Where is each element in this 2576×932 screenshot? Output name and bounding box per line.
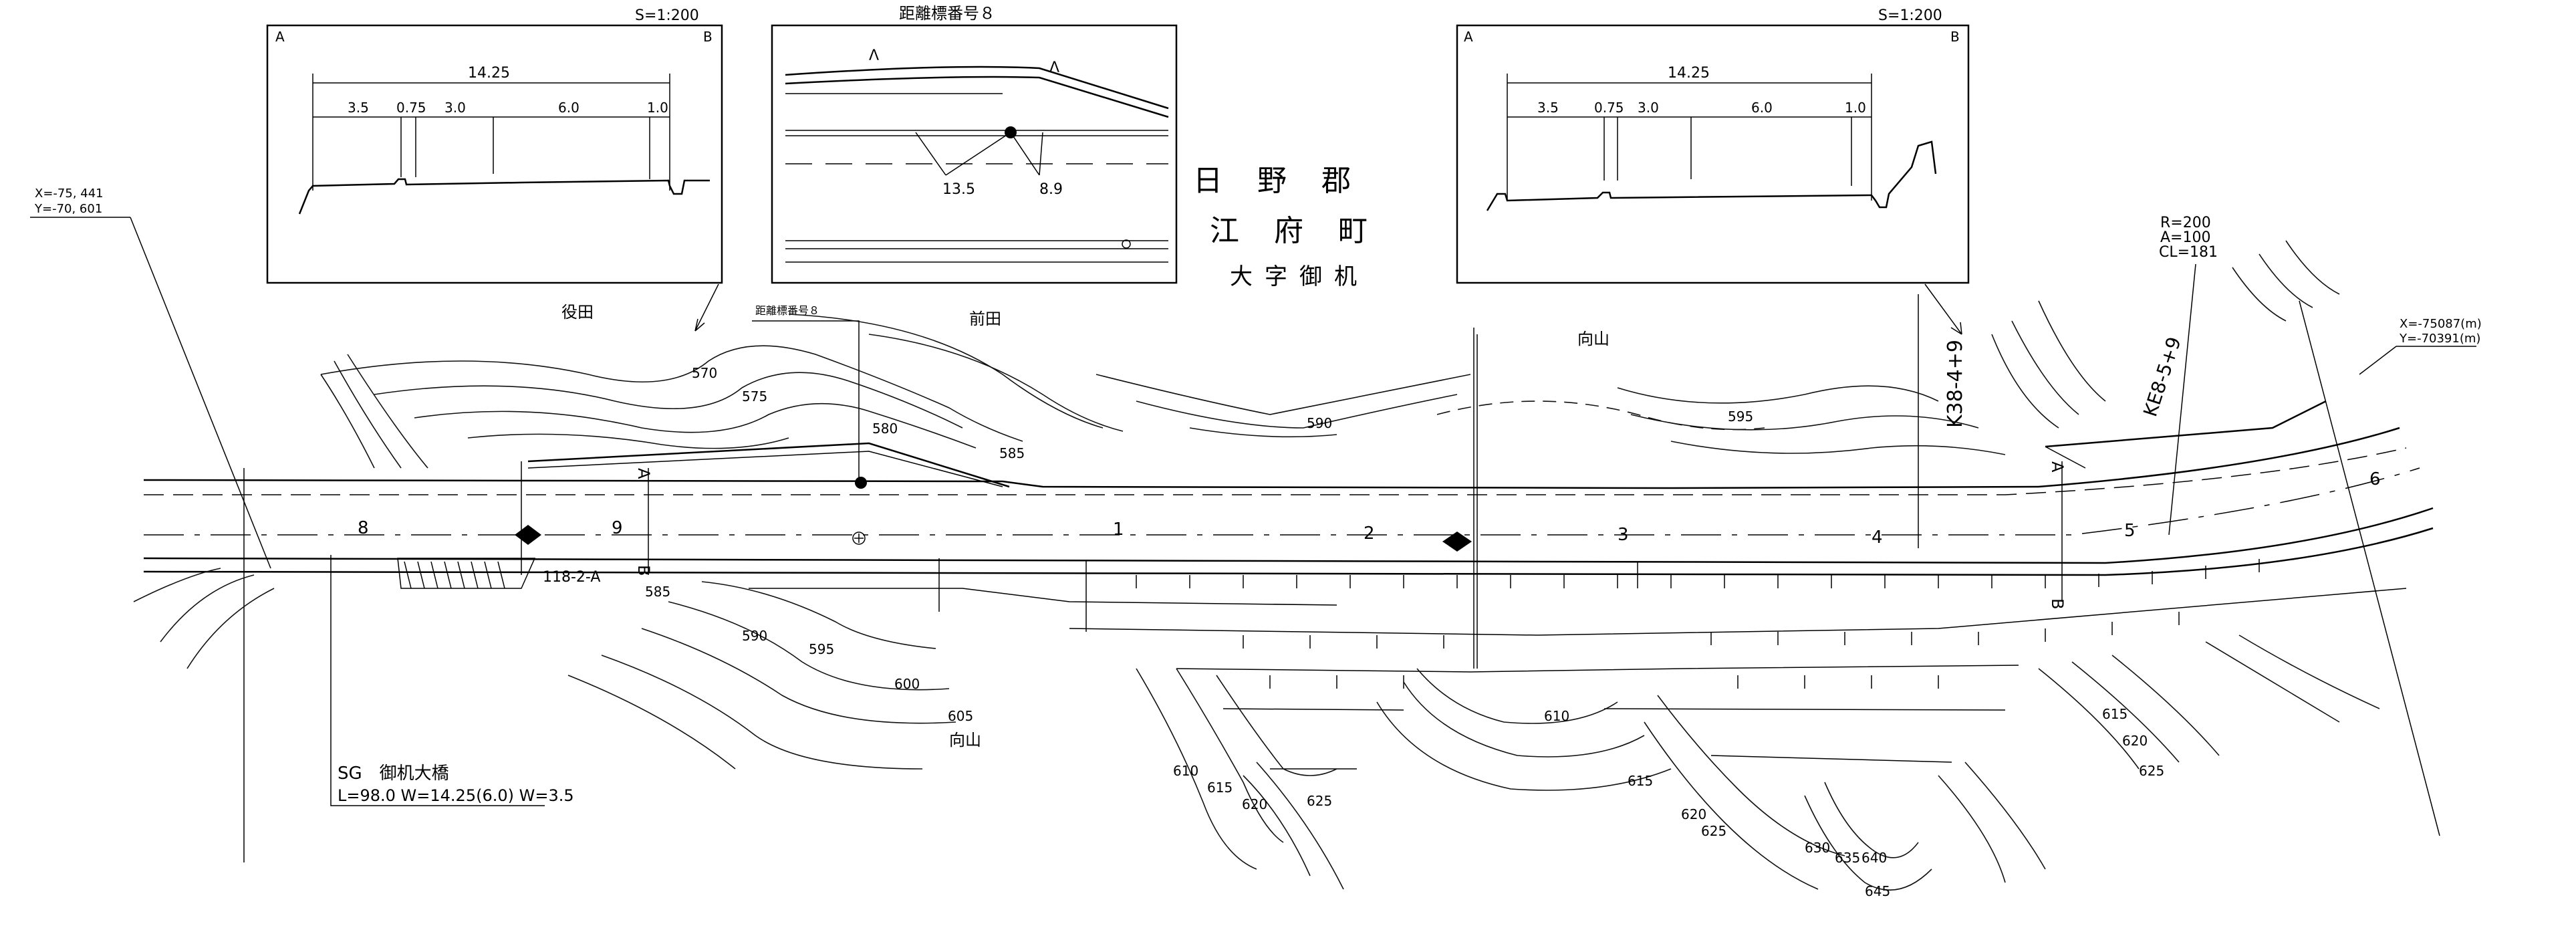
contour-label: 620: [1242, 796, 1267, 812]
inset-left-seg-3: 3.0: [444, 100, 466, 116]
coord-left-y: Y=-70, 601: [34, 202, 102, 216]
curve-data: R=200 A=100 CL=181: [2159, 215, 2440, 836]
contour-label: 635: [1835, 850, 1860, 866]
contour-labels: 570 575 580 585 590 595 585 590 595 600 …: [645, 365, 2164, 899]
place-mukaiyama-bottom: 向山: [949, 731, 981, 749]
contour-label: 585: [999, 445, 1025, 461]
contour-lines-upper: [133, 240, 2340, 669]
place-mukaiyama-top: 向山: [1577, 330, 1609, 348]
distance-marker-inset: 距離標番号８ Λ Λ 13.5 8.9: [771, 4, 1178, 284]
station-3: 3: [1618, 525, 1629, 545]
inset-right-total-width: 14.25: [1668, 65, 1710, 82]
station-numbers: 8 9 1 2 3 4 5 6: [358, 469, 2381, 548]
inset-right-seg-1: 3.5: [1537, 100, 1559, 116]
contour-label: 615: [2102, 706, 2128, 722]
inset-right-seg-3: 3.0: [1638, 100, 1659, 116]
place-maeda: 前田: [969, 310, 1001, 328]
station-5: 5: [2124, 521, 2136, 541]
section-mark-a-right: A: [2048, 461, 2067, 473]
inset-center-mark-a: Λ: [869, 47, 879, 64]
road-corridor: [143, 328, 2434, 770]
inset-center-title: 距離標番号８: [899, 4, 995, 23]
section-mark-a-left: A: [634, 468, 653, 479]
aza-name: 大字御机: [1230, 263, 1369, 290]
section-mark-b-right: B: [2048, 598, 2067, 609]
inset-right-seg-5: 1.0: [1845, 100, 1866, 116]
place-yakuda: 役田: [561, 303, 594, 322]
diamond-marker-1: [515, 525, 541, 545]
station-4: 4: [1872, 528, 1883, 548]
chainage-k38: K38-4+9: [1944, 340, 1967, 428]
inset-center-dim-left: 13.5: [942, 181, 975, 198]
curve-parameter: A=100: [2160, 229, 2210, 246]
inset-left-seg-4: 6.0: [558, 100, 579, 116]
place-title-block: 日 野 郡 江 府 町 大字御机: [1193, 164, 1370, 290]
contour-lines-lower: [567, 581, 2380, 891]
bridge-spec: L=98.0 W=14.25(6.0) W=3.5: [338, 786, 574, 805]
station-9: 9: [612, 518, 623, 538]
inset-right-label-b: B: [1950, 29, 1960, 45]
contour-label: 615: [1628, 773, 1653, 789]
inset-center-dim-right: 8.9: [1039, 181, 1063, 198]
contour-label: 575: [742, 388, 767, 404]
inset-right-scale: S=1:200: [1878, 7, 1942, 24]
contour-label: 570: [692, 365, 717, 381]
coord-right-y: Y=-70391(m): [2399, 332, 2480, 346]
inset-left-scale: S=1:200: [635, 7, 699, 24]
contour-label: 580: [872, 421, 898, 437]
diamond-marker-2: [1442, 532, 1472, 552]
inset-left-label-b: B: [703, 29, 713, 45]
contour-label: 595: [809, 641, 834, 657]
contour-label: 610: [1173, 763, 1198, 779]
kilo-post-callout-text: 距離標番号８: [755, 304, 819, 317]
contour-label: 625: [1307, 793, 1332, 809]
inset-left-seg-5: 1.0: [647, 100, 668, 116]
chainage-ke8: KE8-5+9: [2139, 334, 2185, 419]
bridge-callout: SG 御机大橋 L=98.0 W=14.25(6.0) W=3.5: [330, 555, 574, 806]
curve-radius: R=200: [2160, 215, 2211, 231]
inset-left-seg-2: 0.75: [396, 100, 426, 116]
kilo-post-callout: 距離標番号８: [752, 304, 867, 489]
contour-label: 620: [1681, 806, 1706, 822]
town-name: 江 府 町: [1210, 214, 1370, 248]
inset-left-label-a: A: [275, 29, 285, 45]
contour-label: 630: [1805, 840, 1830, 856]
contour-label: 605: [948, 708, 973, 724]
inset-right-seg-2: 0.75: [1594, 100, 1624, 116]
contour-label: 590: [742, 628, 767, 644]
cross-section-inset-right: S=1:200 A B 14.25 3.5 0.75 3.0 6.0 1.0: [1456, 7, 1970, 284]
station-1: 1: [1113, 519, 1124, 540]
inset-right-seg-4: 6.0: [1751, 100, 1773, 116]
station-2: 2: [1364, 523, 1375, 544]
district-name: 日 野 郡: [1193, 164, 1354, 198]
contour-label: 600: [894, 676, 920, 692]
contour-label: 625: [1701, 823, 1726, 839]
bridge-name: SG 御机大橋: [338, 764, 449, 784]
station-6: 6: [2369, 469, 2381, 489]
contour-label: 590: [1307, 415, 1332, 431]
inset-left-total-width: 14.25: [468, 65, 510, 82]
curve-length: CL=181: [2159, 244, 2218, 261]
contour-label: 625: [2139, 763, 2164, 779]
contour-label: 620: [2122, 733, 2148, 749]
section-mark-b-left: B: [634, 565, 653, 576]
bench-mark-label: 118-2-A: [543, 569, 600, 586]
inset-right-label-a: A: [1464, 29, 1473, 45]
inset-left-seg-1: 3.5: [348, 100, 369, 116]
contour-label: 610: [1544, 708, 1569, 724]
contour-label: 585: [645, 584, 670, 600]
coord-right-x: X=-75087(m): [2400, 317, 2482, 331]
coordinates-right: X=-75087(m) Y=-70391(m): [2359, 317, 2482, 375]
cross-section-inset-left: S=1:200 A B 14.25 3.5 0.75 3.0 6.0 1.0: [266, 7, 723, 284]
contour-label: 595: [1728, 409, 1753, 425]
contour-label: 645: [1865, 883, 1890, 899]
coord-left-x: X=-75, 441: [35, 187, 104, 201]
contour-label: 615: [1207, 780, 1233, 796]
coordinates-left: X=-75, 441 Y=-70, 601: [30, 187, 271, 862]
contour-label: 640: [1861, 850, 1887, 866]
station-8: 8: [358, 518, 369, 538]
